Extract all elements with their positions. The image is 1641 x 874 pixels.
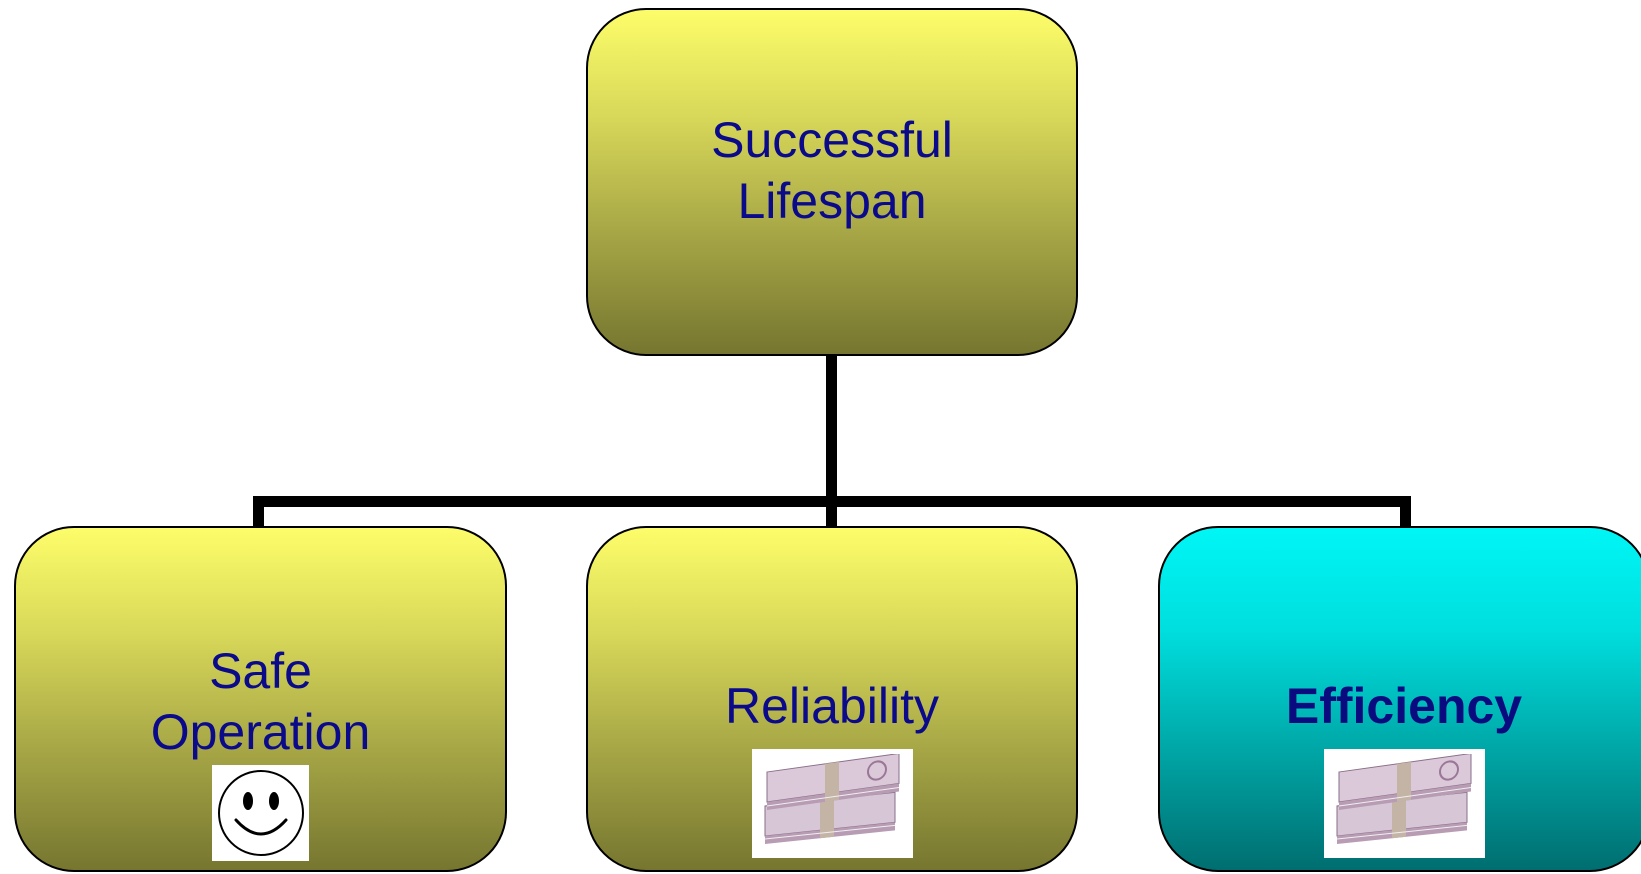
node-label-line2: Lifespan	[737, 173, 927, 229]
connector-drop-reliability	[826, 496, 837, 528]
node-label-line1: Safe	[209, 643, 312, 699]
node-safe-operation: Safe Operation	[14, 526, 507, 872]
connector-root-stem	[826, 356, 837, 506]
node-label: Efficiency	[1285, 678, 1523, 734]
node-reliability: Reliability	[586, 526, 1078, 872]
connector-drop-efficiency	[1400, 496, 1411, 528]
euro-banknotes-image	[1323, 749, 1485, 858]
smiley-icon	[212, 765, 309, 861]
node-successful-lifespan: Successful Lifespan	[586, 8, 1078, 356]
node-efficiency: Efficiency	[1158, 526, 1641, 872]
euro-banknotes-image	[751, 749, 913, 858]
node-label-line1: Successful	[711, 112, 953, 168]
node-label: Reliability	[725, 678, 939, 734]
node-label-line2: Operation	[150, 704, 371, 760]
connector-drop-safe	[253, 496, 264, 528]
